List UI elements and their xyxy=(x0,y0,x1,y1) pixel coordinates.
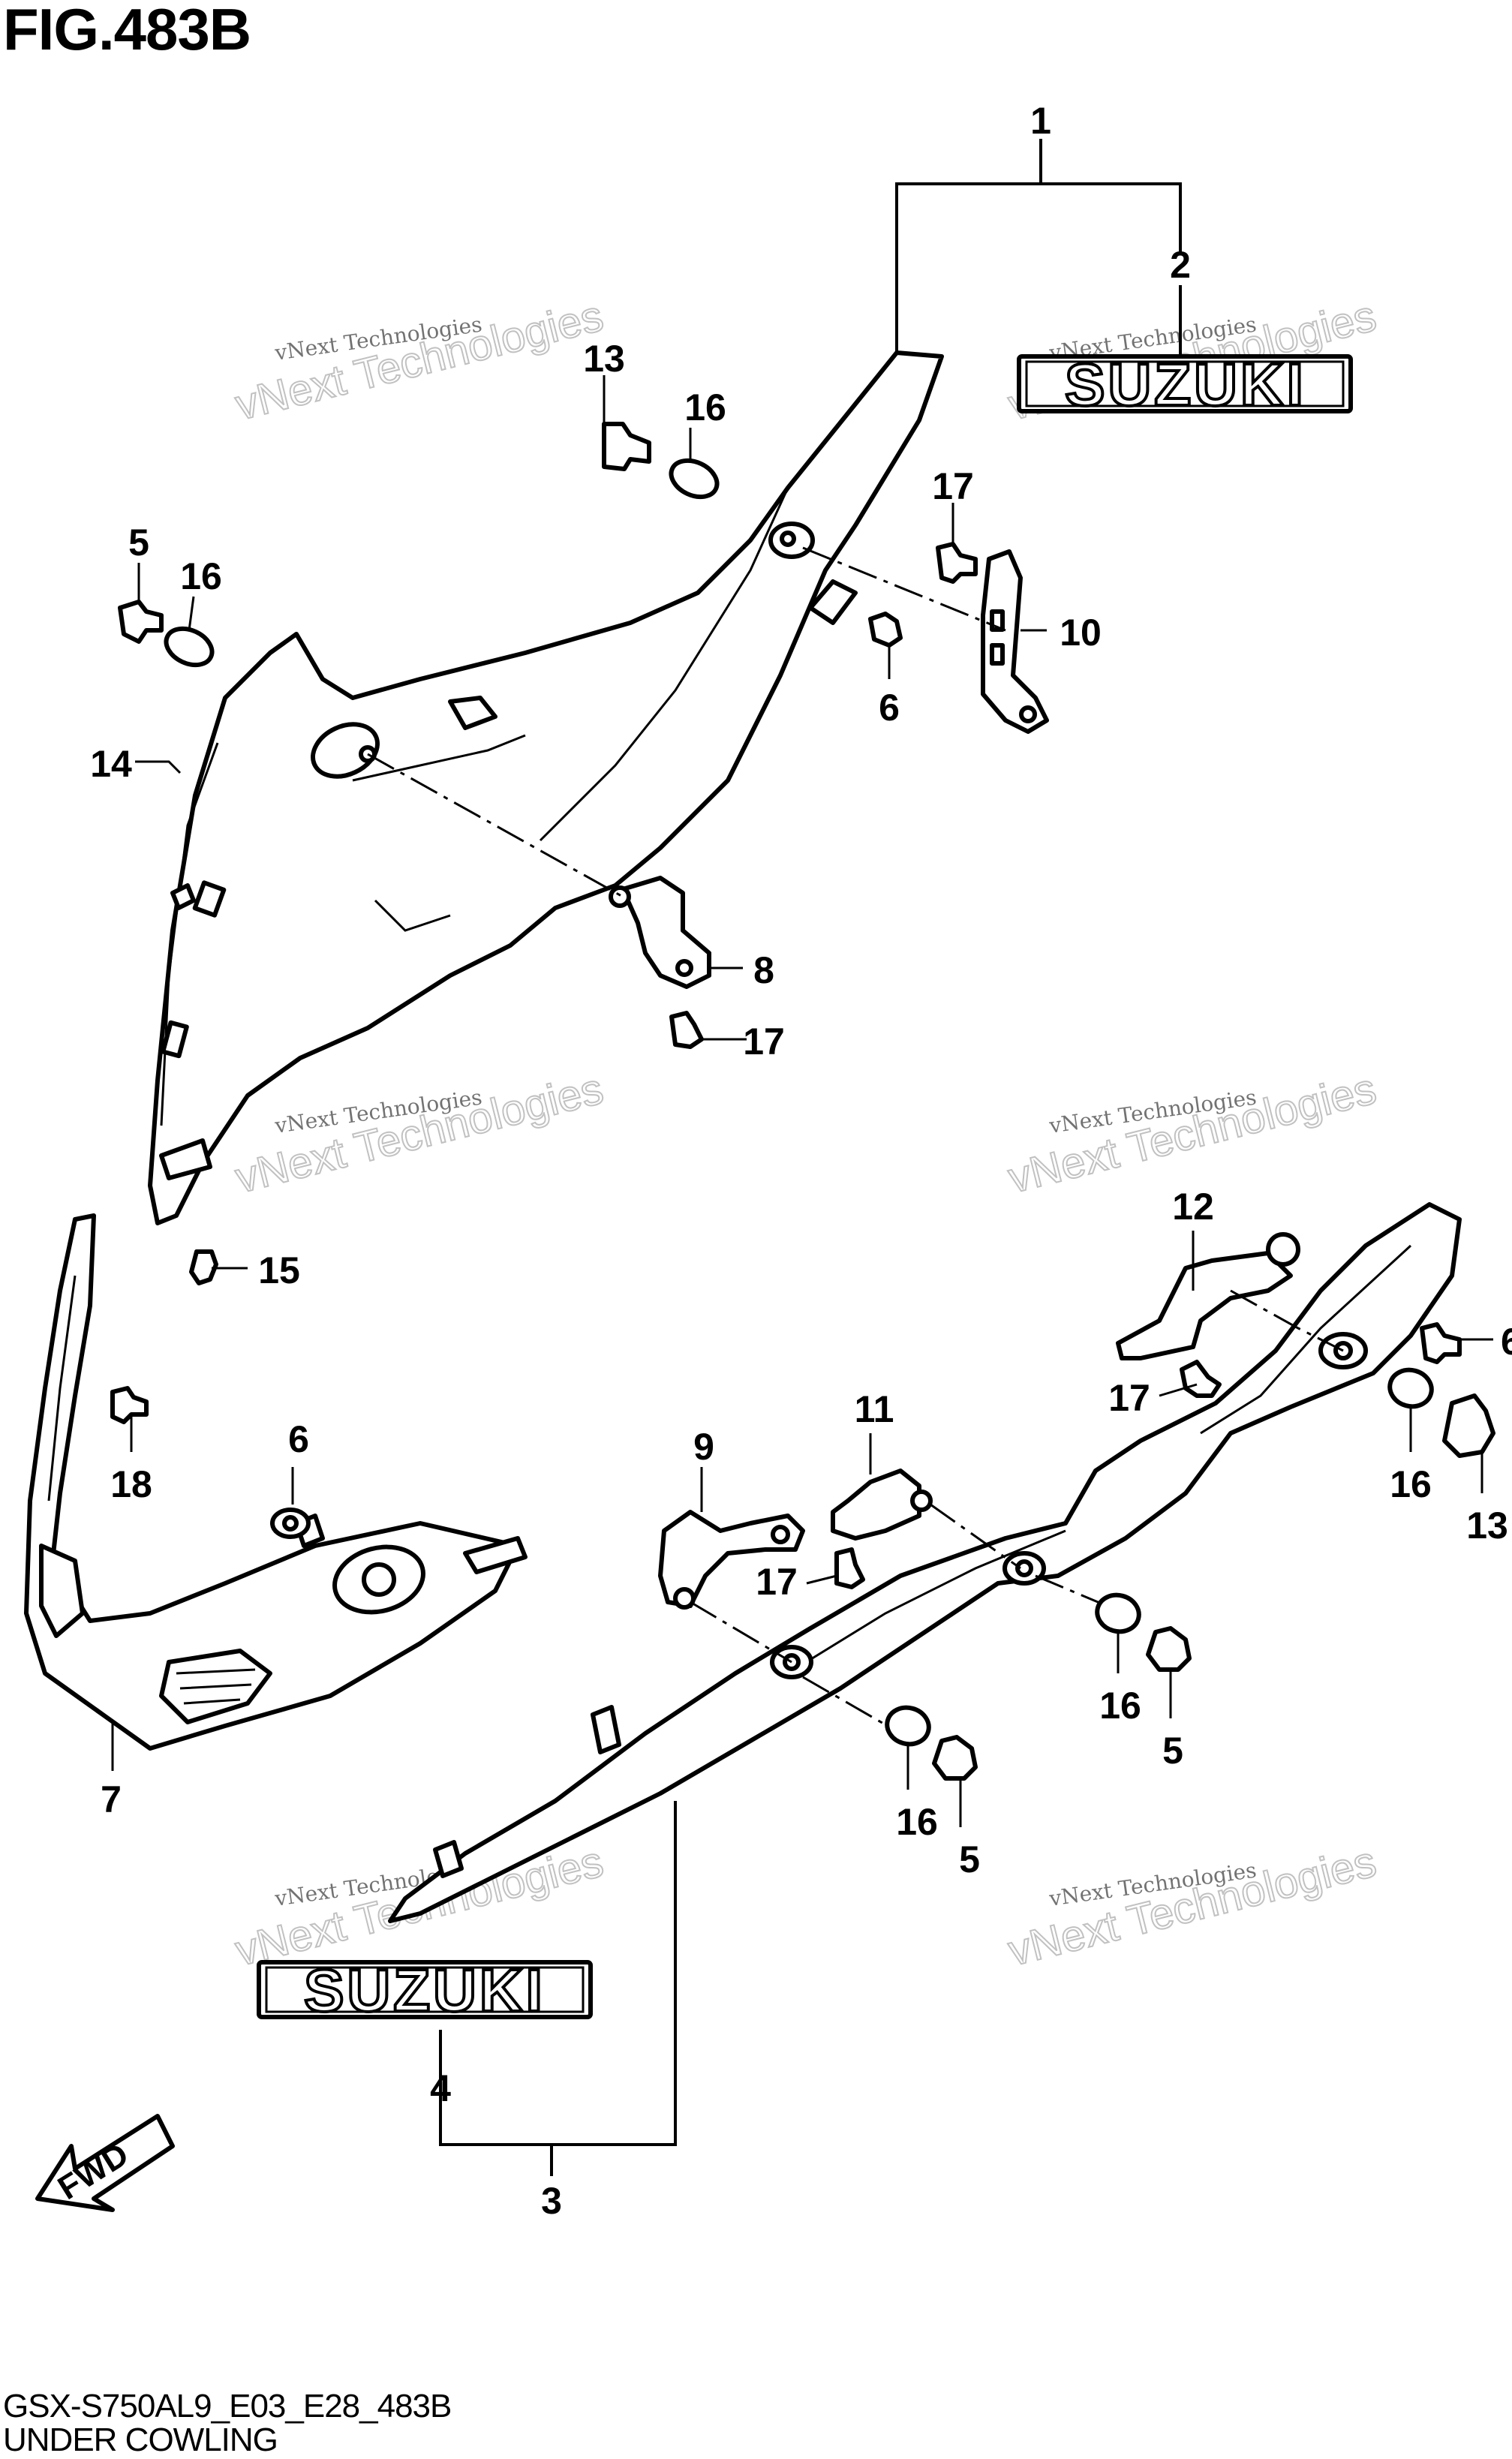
fastener-group-lower xyxy=(110,1322,1495,1781)
bracket-part-10 xyxy=(981,549,1049,734)
callout-number: 16 xyxy=(1099,1685,1141,1727)
fastener-group-upper xyxy=(118,422,978,1285)
bracket-part-11 xyxy=(831,1468,933,1541)
callout-labels: 1 2 13 16 17 5 16 10 6 14 8 17 15 12 6 1… xyxy=(90,100,1512,2222)
leader-bracket-3-4 xyxy=(439,1801,677,2146)
callout-number: 11 xyxy=(855,1388,894,1430)
callout-number: 3 xyxy=(541,2180,562,2222)
lower-emblem-text: SUZUKI xyxy=(304,1957,546,2024)
bracket-part-8 xyxy=(609,876,711,989)
lower-side-cowling xyxy=(388,1202,1462,1923)
callout-number: 13 xyxy=(1466,1505,1508,1547)
callout-number: 17 xyxy=(932,465,974,507)
callout-number: 16 xyxy=(684,386,726,428)
callout-number: 1 xyxy=(1030,100,1051,142)
callout-number: 15 xyxy=(258,1249,300,1291)
callout-number: 14 xyxy=(90,743,132,785)
callout-number: 16 xyxy=(1390,1463,1432,1505)
lower-front-cowling xyxy=(24,1213,528,1751)
callout-number: 12 xyxy=(1172,1186,1214,1228)
upper-emblem-text: SUZUKI xyxy=(1065,351,1306,418)
callout-number: 6 xyxy=(288,1418,309,1460)
callout-number: 5 xyxy=(959,1838,980,1880)
upper-suzuki-emblem: SUZUKI xyxy=(1017,350,1353,419)
callout-number: 17 xyxy=(743,1021,785,1063)
callout-number: 4 xyxy=(430,2067,451,2109)
callout-number: 13 xyxy=(583,338,625,380)
model-code: GSX-S750AL9_E03_E28_483B xyxy=(3,2388,452,2424)
figure-caption: UNDER COWLING xyxy=(3,2421,278,2458)
leader-bracket-1-2 xyxy=(895,182,1182,353)
callout-number: 2 xyxy=(1170,244,1191,286)
callout-number: 16 xyxy=(896,1801,938,1843)
callout-number: 6 xyxy=(879,687,900,729)
callout-number: 17 xyxy=(756,1561,798,1603)
callout-number: 5 xyxy=(128,522,149,564)
callout-number: 16 xyxy=(180,555,222,597)
leader-lines xyxy=(111,375,1493,1827)
callout-number: 18 xyxy=(110,1463,152,1505)
bracket-part-9 xyxy=(658,1510,805,1610)
bracket-part-12 xyxy=(1116,1232,1300,1360)
figure-title: FIG.483B xyxy=(3,0,251,62)
upper-cowling xyxy=(148,350,944,1225)
callout-number: 5 xyxy=(1162,1730,1183,1772)
callout-number: 6 xyxy=(1501,1321,1512,1363)
forward-arrow-icon: FWD xyxy=(35,2114,175,2212)
callout-number: 9 xyxy=(693,1426,714,1468)
callout-number: 8 xyxy=(753,949,774,991)
callout-number: 17 xyxy=(1108,1377,1150,1419)
callout-number: 10 xyxy=(1060,612,1102,654)
callout-number: 7 xyxy=(101,1778,122,1820)
lower-suzuki-emblem: SUZUKI xyxy=(257,1955,593,2025)
